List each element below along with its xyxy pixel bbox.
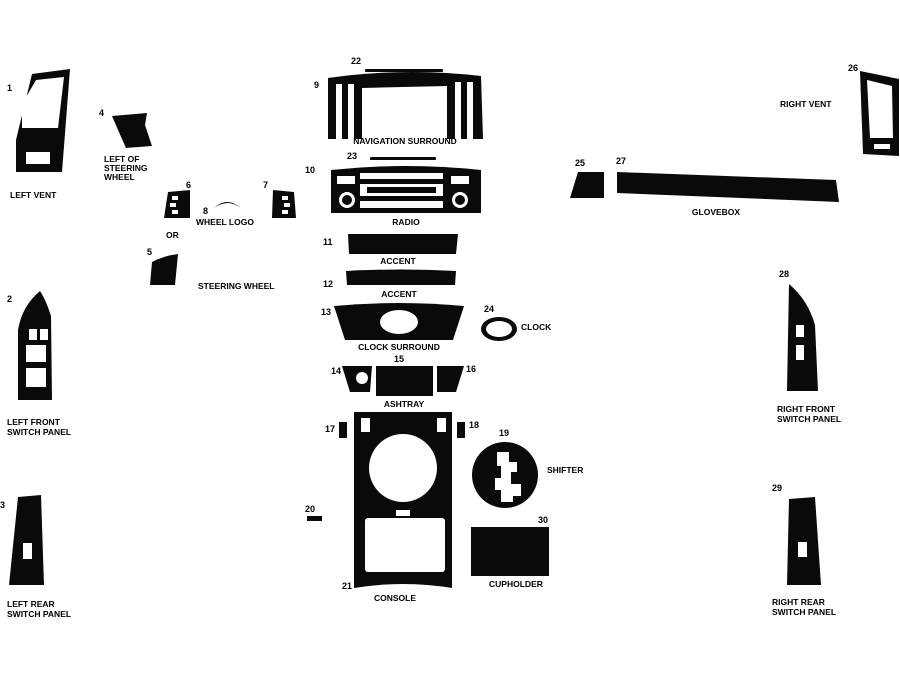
part-5-steering-wheel-piece [150,254,178,285]
part-number-28: 28 [779,269,789,279]
part-label-12: ACCENT [381,289,417,299]
part-number-9: 9 [314,80,319,90]
part-29-right-rear-switch-panel [787,497,821,585]
part-24-clock-ring [481,317,517,341]
part-number-23: 23 [347,151,357,161]
part-10-radio [331,166,481,213]
part-label-19: SHIFTER [547,465,583,475]
part-label-30: CUPHOLDER [489,579,543,589]
part-7-steering-switch-right [272,190,296,218]
part-22-strip [365,69,443,72]
part-label-4-line-1: LEFT OF [104,154,139,164]
part-28-right-front-switch-panel [787,284,818,391]
part-number-25: 25 [575,158,585,168]
part-15-ashtray [376,366,433,396]
part-label-29-line-1: RIGHT REAR [772,597,825,607]
part-label-28-line-1: RIGHT FRONT [777,404,836,414]
part-number-22: 22 [351,56,361,66]
part-16-ashtray-right [437,366,464,392]
part-20 [307,516,322,521]
part-number-26: 26 [848,63,858,73]
part-label-9: NAVIGATION SURROUND [353,136,457,146]
part-number-20: 20 [305,504,315,514]
part-18 [457,422,465,438]
part-number-14: 14 [331,366,341,376]
part-number-5: 5 [147,247,152,257]
part-number-2: 2 [7,294,12,304]
part-number-27: 27 [616,156,626,166]
part-labels: LEFT VENT LEFT FRONT SWITCH PANEL LEFT R… [7,99,841,619]
part-number-24: 24 [484,304,494,314]
part-label-15: ASHTRAY [384,399,425,409]
part-1-left-vent [16,69,70,172]
part-number-19: 19 [499,428,509,438]
part-number-29: 29 [772,483,782,493]
part-8-wheel-logo [214,202,241,208]
part-number-8: 8 [203,206,208,216]
part-number-16: 16 [466,364,476,374]
part-number-6: 6 [186,180,191,190]
part-4-left-of-steering-wheel [112,113,152,148]
part-label-8: WHEEL LOGO [196,217,254,227]
part-numbers: 1 2 3 4 5 6 7 8 9 10 11 12 13 14 15 16 1… [0,56,858,591]
part-27-glovebox [617,172,839,202]
part-number-7: 7 [263,180,268,190]
part-11-accent [348,234,458,254]
part-label-5: STEERING WHEEL [198,281,275,291]
part-label-4-line-3: WHEEL [104,172,135,182]
part-label-21: CONSOLE [374,593,416,603]
part-label-3-line-2: SWITCH PANEL [7,609,71,619]
part-6-steering-switch-left [164,190,190,218]
part-number-1: 1 [7,83,12,93]
part-label-13: CLOCK SURROUND [358,342,440,352]
part-13-clock-surround [334,303,464,340]
part-number-11: 11 [323,237,333,247]
part-label-11: ACCENT [380,256,416,266]
part-label-3-line-1: LEFT REAR [7,599,55,609]
part-12-accent [346,269,456,285]
part-label-27: GLOVEBOX [692,207,741,217]
part-25 [570,172,604,198]
part-number-10: 10 [305,165,315,175]
part-label-1: LEFT VENT [10,190,57,200]
part-number-21: 21 [342,581,352,591]
part-2-left-front-switch-panel [18,291,52,400]
part-19-shifter [472,442,538,508]
part-number-15: 15 [394,354,404,364]
connector-or: OR [166,230,179,240]
part-14-ashtray-left [342,366,372,392]
part-17 [339,422,347,438]
part-30-cupholder [471,527,549,576]
part-label-28-line-2: SWITCH PANEL [777,414,841,424]
part-number-13: 13 [321,307,331,317]
part-number-4: 4 [99,108,104,118]
part-number-17: 17 [325,424,335,434]
part-label-29-line-2: SWITCH PANEL [772,607,836,617]
part-number-30: 30 [538,515,548,525]
part-label-2-line-2: SWITCH PANEL [7,427,71,437]
part-label-2-line-1: LEFT FRONT [7,417,61,427]
part-number-18: 18 [469,420,479,430]
part-label-26: RIGHT VENT [780,99,832,109]
part-label-24: CLOCK [521,322,552,332]
part-26-right-vent [860,71,899,156]
part-23-strip [370,157,436,160]
part-21-console [354,412,452,588]
part-label-4-line-2: STEERING [104,163,148,173]
part-3-left-rear-switch-panel [9,495,44,585]
part-number-12: 12 [323,279,333,289]
part-9-navigation-surround [328,71,483,139]
part-label-10: RADIO [392,217,420,227]
part-number-3: 3 [0,500,5,510]
